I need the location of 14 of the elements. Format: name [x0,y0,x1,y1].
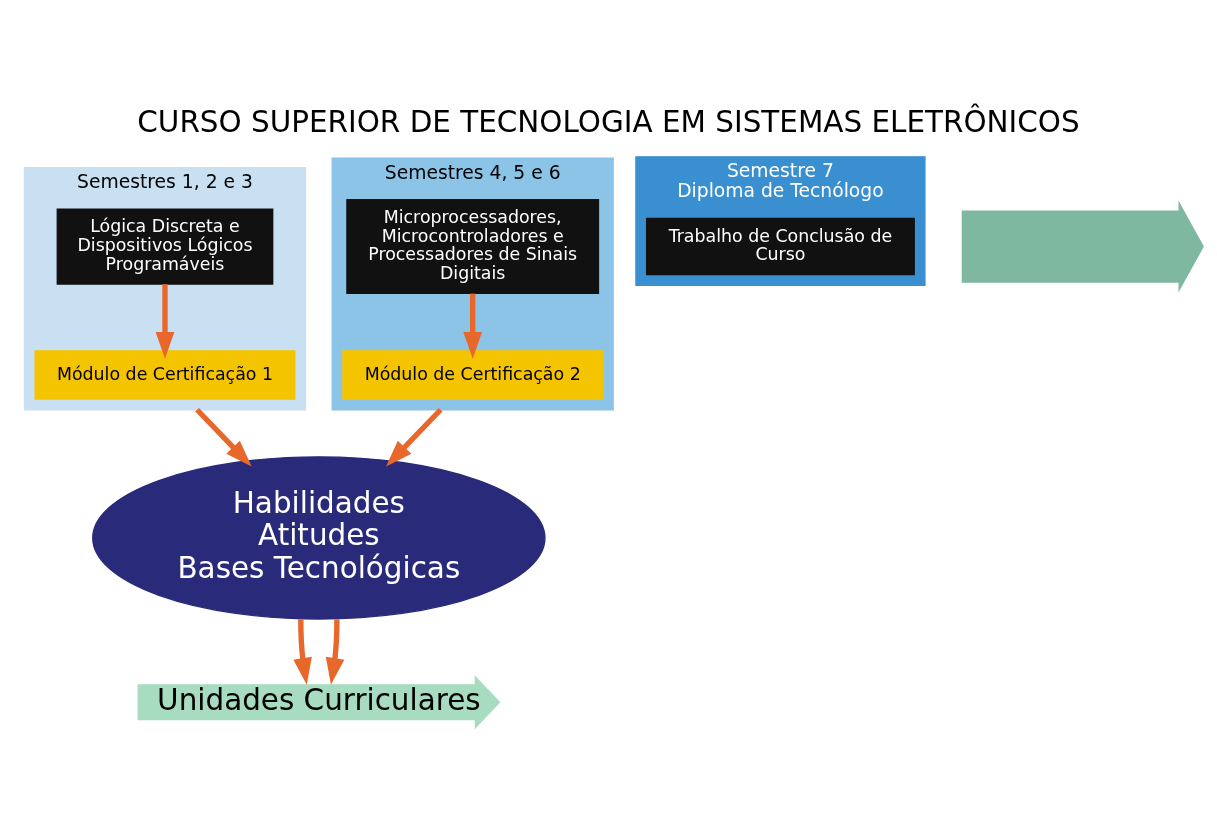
node-ellipse: Habilidades Atitudes Bases Tecnológicas [92,455,546,620]
node-box: Módulo de Certificação 1 [34,349,296,400]
arrow [463,293,483,359]
node-box: Trabalho de Conclusão de Curso [645,217,915,275]
arrow [325,618,345,685]
node-box: Lógica Discreta e Dispositivos Lógicos Programáveis [56,207,274,285]
arrow [293,618,312,685]
arrow [155,283,175,359]
node-box: Microprocessadores, Microcontroladores e Processadores de Sinais Digitais [346,198,600,294]
arrow [386,407,443,467]
arrow [195,407,252,467]
node-box: Módulo de Certificação 2 [342,349,604,400]
node-arrow [961,199,1204,293]
diagram-title: CURSO SUPERIOR DE TECNOLOGIA EM SISTEMAS ELETRÔNICOS [137,104,1080,139]
